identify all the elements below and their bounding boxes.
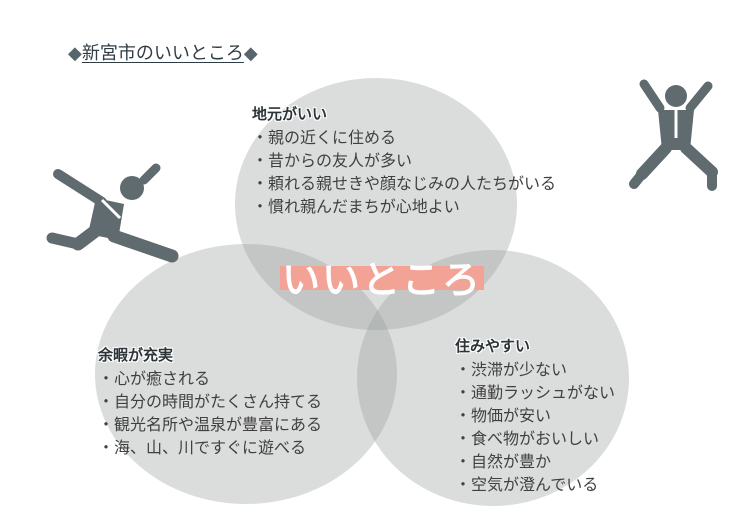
center-highlight-band [280,266,484,290]
list-item: 昔からの友人が多い [252,149,556,172]
page-title: ◆新宮市のいいところ◆ [68,39,258,65]
list-item: 渋滞が少ない [455,358,615,381]
list-item: 自分の時間がたくさん持てる [98,390,322,413]
list-item: 物価が安い [455,404,615,427]
group-list: 親の近くに住める 昔からの友人が多い 頼れる親せきや顔なじみの人たちがいる 慣れ… [252,126,556,218]
list-item: 心が癒される [98,367,322,390]
cheering-businessman-icon [629,79,718,191]
list-item: 慣れ親んだまちが心地よい [252,195,556,218]
center-label: いいところ [282,258,483,302]
diamond-icon: ◆ [243,43,258,64]
group-heading: 住みやすい [455,337,531,355]
list-item: 頼れる親せきや顔なじみの人たちがいる [252,172,556,195]
list-item: 海、山、川ですぐに遊べる [98,436,322,459]
group-livability: 住みやすい 渋滞が少ない 通勤ラッシュがない 物価が安い 食べ物がおいしい 自然… [455,335,615,496]
group-local: 地元がいい 親の近くに住める 昔からの友人が多い 頼れる親せきや顔なじみの人たち… [252,103,556,218]
group-leisure: 余暇が充実 心が癒される 自分の時間がたくさん持てる 観光名所や温泉が豊富にある… [98,344,322,459]
group-list: 心が癒される 自分の時間がたくさん持てる 観光名所や温泉が豊富にある 海、山、川… [98,367,322,459]
group-heading: 余暇が充実 [98,346,174,364]
list-item: 自然が豊か [455,450,615,473]
page-title-text: 新宮市のいいところ [81,43,244,64]
list-item: 通勤ラッシュがない [455,381,615,404]
list-item: 親の近くに住める [252,126,556,149]
list-item: 食べ物がおいしい [455,427,615,450]
list-item: 空気が澄んでいる [455,473,615,496]
list-item: 観光名所や温泉が豊富にある [98,413,322,436]
group-heading: 地元がいい [252,105,328,123]
running-businessman-icon [46,163,179,263]
group-list: 渋滞が少ない 通勤ラッシュがない 物価が安い 食べ物がおいしい 自然が豊か 空気… [455,358,615,496]
diamond-icon: ◆ [68,43,82,64]
